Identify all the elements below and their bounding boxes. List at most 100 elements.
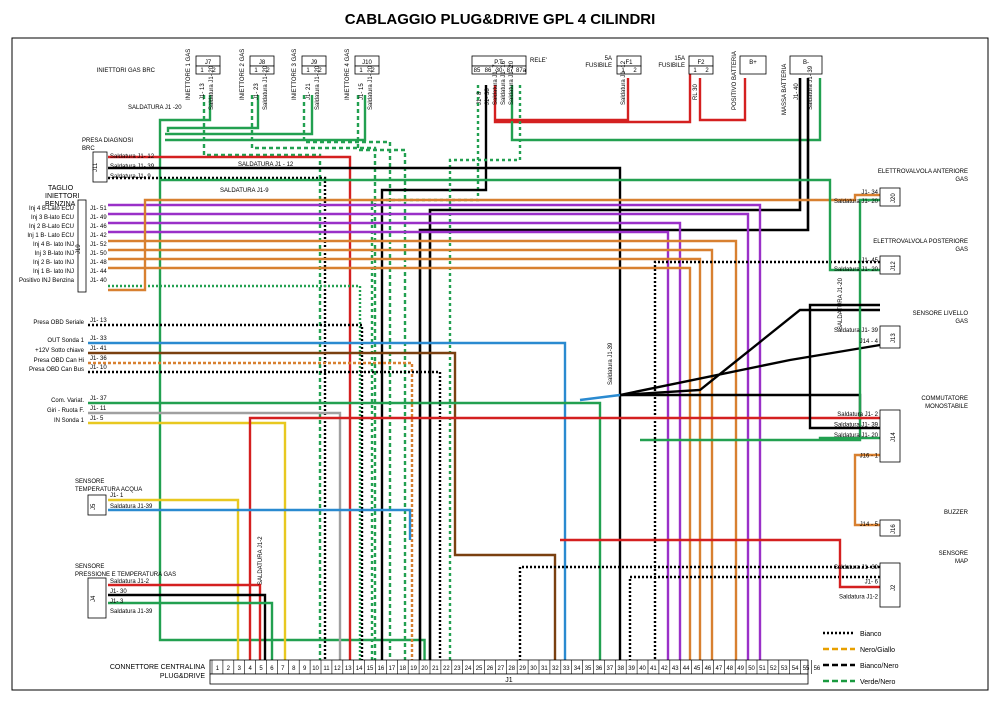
- fuse-id: F1: [625, 60, 633, 66]
- injector-label: INIETTORE 2 GAS: [240, 49, 246, 100]
- connector-id: J4: [91, 595, 97, 602]
- pin-number: 54: [792, 666, 799, 672]
- legend-label: Bianco/Nero: [860, 663, 899, 670]
- connector-j4: [87, 577, 107, 619]
- pin-number: 1: [621, 68, 625, 74]
- pin-number: 49: [737, 666, 744, 672]
- wire-switch-black: [808, 303, 880, 430]
- pin-number: 32: [552, 666, 559, 672]
- map-sensor-label: MAP: [955, 559, 968, 565]
- pin-number: 2: [212, 68, 216, 74]
- signal-name: Presa OBD Can Bus: [29, 367, 84, 373]
- switch-label: COMMUTATORE: [921, 396, 968, 402]
- pin-number: 44: [683, 666, 690, 672]
- relay-id: P.T.: [494, 60, 504, 66]
- cut-row-wire: J1- 49: [90, 215, 107, 221]
- pin-number: 16: [378, 666, 385, 672]
- pin-number: 2: [266, 68, 270, 74]
- map-row: Saldatura J1-39: [110, 609, 153, 615]
- map-sensor-label: SENSORE: [939, 551, 968, 557]
- pin-number: 41: [650, 666, 657, 672]
- battery-id: B+: [749, 60, 757, 66]
- wire-cut-inj3-ecu: [108, 212, 750, 660]
- wire-relay-87: [510, 78, 822, 142]
- pin-number: 55: [803, 666, 810, 672]
- cut-row-name: Inj 3 B-lato INJ: [35, 251, 74, 257]
- pin-number: 37: [607, 666, 614, 672]
- connector-id: J13: [891, 333, 897, 343]
- wire-fuse5a: [495, 78, 630, 122]
- switch-row: Saldatura J1- 2: [837, 412, 878, 418]
- diagram-title: CABLAGGIO PLUG&DRIVE GPL 4 CILINDRI: [345, 11, 656, 28]
- signal-name: OUT Sonda 1: [47, 338, 84, 344]
- legend-label: Verde/Nero: [860, 679, 896, 686]
- pin-number: 40: [639, 666, 646, 672]
- pin-number: 43: [672, 666, 679, 672]
- pin-number: 2: [227, 666, 231, 672]
- connector-id: J9: [311, 60, 318, 66]
- wire-cut-inj4-ecu: [108, 203, 762, 660]
- map-sensor-row: Saldatura J1- 39: [834, 565, 879, 571]
- wire-weld39-blue: [579, 393, 621, 402]
- connector-j12: [879, 255, 901, 275]
- battery-label: POSITIVO BATTERIA: [732, 51, 738, 110]
- cut-row-name: Inj 3 B-lato ECU: [31, 215, 74, 221]
- switch-label: MONOSTABILE: [925, 404, 968, 410]
- pin-number: 1: [254, 68, 258, 74]
- wire-label: Saldatura J1- 20: [263, 65, 269, 110]
- cut-row-wire: J1- 50: [90, 251, 107, 257]
- wire-cut-inj3-inj: [108, 248, 714, 660]
- pin-number: 47: [716, 666, 723, 672]
- pin-number: 30: [530, 666, 537, 672]
- cut-row-name: Inj 4 B- lato INJ: [33, 242, 74, 248]
- ev-front-label: GAS: [955, 177, 968, 183]
- wire-cut-inj2-inj: [108, 257, 702, 660]
- pin-number: 2: [705, 68, 709, 74]
- relay-pin: 86: [485, 68, 492, 74]
- cut-row-wire: J1- 51: [90, 206, 107, 212]
- wire-sig-12v: [88, 351, 557, 660]
- connector-id: J20: [891, 193, 897, 203]
- fuse-wire-label: RL 30: [693, 84, 699, 100]
- ev-front-row: J1- 34: [861, 190, 878, 196]
- map-label: SENSORE: [75, 564, 104, 570]
- map-row: J1- 30: [110, 589, 127, 595]
- pin-number: 34: [574, 666, 581, 672]
- switch-row: Saldatura J1- 20: [834, 433, 879, 439]
- level-row: J14 - 4: [860, 339, 879, 345]
- pin-number: 36: [596, 666, 603, 672]
- wire-map-2: [628, 575, 880, 660]
- pin-number: 10: [312, 666, 319, 672]
- wire-sig-can-hi: [88, 361, 414, 660]
- weld-label: SALDATURA J1-20: [838, 277, 844, 330]
- wire-switch-green: [818, 436, 880, 440]
- wire-fuse15a: [698, 78, 747, 122]
- wire-inj3-dash: [302, 95, 392, 660]
- wire-cut-inj1-inj: [108, 266, 692, 660]
- connector-j2: [879, 562, 901, 608]
- pin-number: 46: [705, 666, 712, 672]
- relay-wire-label: J1- 8: [477, 91, 483, 105]
- map-sensor-row: Saldatura J1-2: [839, 594, 879, 600]
- wire-label: J1- 21: [306, 83, 312, 100]
- wire-label: J1- 13: [200, 83, 206, 100]
- pin-number: 1: [359, 68, 363, 74]
- connector-pins: [354, 65, 380, 75]
- connector-f1-pins: [616, 65, 642, 75]
- cut-row-name: Inj 4 B-Lato ECU: [29, 206, 74, 212]
- wire-weld39-c: [619, 343, 881, 397]
- level-label: GAS: [955, 319, 968, 325]
- relay-wire-label: Saldatura J1- 20: [509, 60, 515, 105]
- fuse-id: F2: [697, 60, 705, 66]
- buzzer-label: BUZZER: [944, 510, 969, 516]
- level-row: Saldatura J1- 39: [834, 328, 879, 334]
- ev-rear-label: GAS: [955, 247, 968, 253]
- pin-number: 27: [498, 666, 505, 672]
- pin-number: 35: [585, 666, 592, 672]
- relay-pin: 85: [474, 68, 481, 74]
- connector-j1-id: J1: [505, 677, 513, 684]
- injector-label: INIETTORE 1 GAS: [186, 49, 192, 100]
- signal-wire: J1- 33: [90, 336, 107, 342]
- wire-weld39-b: [619, 308, 880, 397]
- wire-switch-red: [248, 416, 880, 660]
